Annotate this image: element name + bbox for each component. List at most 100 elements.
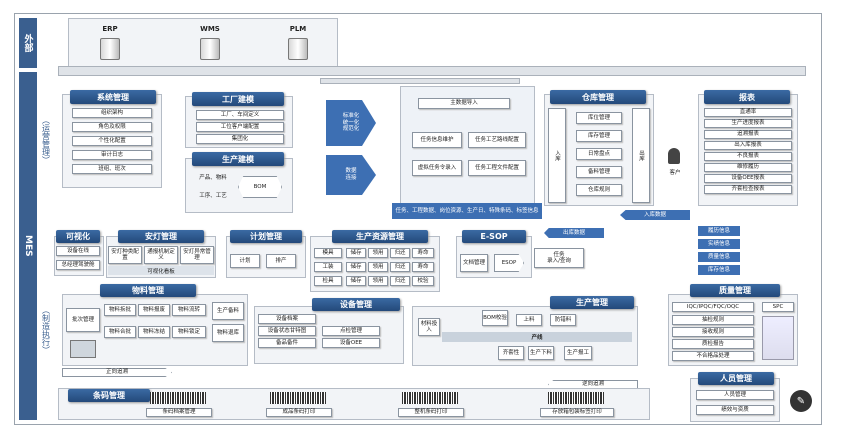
qm-spc: SPC: [762, 302, 794, 312]
pm-item-3: 防错料: [550, 314, 576, 326]
res-r2-4: 校验: [412, 276, 434, 286]
mat-printer-icon: [70, 340, 96, 358]
qm-item-0: IQC/IPQC/FQC/OQC: [672, 302, 754, 312]
qm-item-2: 接收规则: [672, 327, 754, 337]
res-r1-4: 寿命: [412, 262, 434, 272]
pm-item-1: BOM校验: [482, 310, 508, 326]
qm-item-1: 抽检规则: [672, 315, 754, 325]
customer-label: 客户: [669, 170, 681, 176]
andon-board: 可视化看板: [108, 266, 214, 275]
bc-barcode-2: [402, 392, 458, 404]
center-task-4: 任务工程文件配置: [468, 160, 526, 176]
mat-item-8: 物料退库: [212, 324, 244, 342]
pm-item-7: 生产报工: [564, 346, 592, 360]
factory-item-1: 工位客户端配置: [196, 122, 284, 132]
wh-indata: 入库数据: [620, 210, 690, 220]
res-r0-2: 领用: [368, 248, 388, 258]
res-r0-4: 寿命: [412, 248, 434, 258]
sys-item-4: 班组、班次: [72, 164, 152, 174]
mat-title: 物料管理: [100, 284, 196, 297]
bc-item-1: 成品条码打印: [266, 408, 332, 417]
trace-forward: 正向追溯: [62, 368, 172, 377]
res-r2-2: 领用: [368, 276, 388, 286]
report-item-6: 设备OEE报表: [704, 174, 792, 183]
esop-title: E-SOP: [462, 230, 526, 243]
report-item-7: 齐套检查报表: [704, 185, 792, 194]
report-item-3: 出入库报表: [704, 141, 792, 150]
chat-icon: ✎: [796, 395, 806, 407]
wh-outdata: 出库数据: [544, 228, 604, 238]
res-r2-1: 储存: [346, 276, 366, 286]
bc-item-3: 存放箱包装标签打印: [540, 408, 614, 417]
res-r2-3: 归还: [390, 276, 410, 286]
eq-item-4: 设备OEE: [322, 338, 380, 348]
wh-item-2: 日常盘点: [576, 148, 622, 160]
prod-title: 生产建模: [192, 152, 284, 166]
hr-item-0: 人员管理: [696, 390, 774, 400]
prod-item-0: 产品、物料: [199, 175, 227, 181]
vis-item-1: 总经理驾驶舱: [56, 260, 100, 270]
mat-item-2: 物料报废: [138, 304, 170, 316]
res-r1-2: 领用: [368, 262, 388, 272]
center-import: 主数据导入: [418, 98, 510, 109]
bc-item-2: 整机条码打印: [398, 408, 464, 417]
res-r0-0: 模具: [314, 248, 342, 258]
center-task-2: 任务工艺路线配置: [468, 132, 526, 148]
plan-title: 计划管理: [230, 230, 302, 243]
report-item-5: 维修履历: [704, 163, 792, 172]
vis-title: 可视化: [56, 230, 100, 243]
mat-item-6: 物料冻结: [138, 326, 170, 338]
andon-item-2: 安灯异常管理: [180, 246, 214, 264]
mat-item-7: 物料锁定: [172, 326, 206, 338]
qm-item-3: 质检报告: [672, 339, 754, 349]
report-item-4: 不良报表: [704, 152, 792, 161]
center-task-3: 虚拟任务令录入: [412, 160, 462, 176]
mat-item-0: 批次管理: [66, 308, 100, 332]
wh-item-3: 备料管理: [576, 166, 622, 178]
hr-item-1: 绩效与资质: [696, 405, 774, 415]
report-side-3: 库存信息: [698, 265, 740, 275]
wh-in: 入库: [548, 108, 566, 203]
wh-item-1: 库存管理: [576, 130, 622, 142]
customer-icon: [668, 148, 680, 164]
esop-task: 任务 录入/查询: [534, 248, 584, 268]
mat-item-1: 物料拆批: [104, 304, 136, 316]
wh-item-0: 库位管理: [576, 112, 622, 124]
res-r2-0: 检具: [314, 276, 342, 286]
eq-item-0: 设备档案: [258, 314, 316, 324]
factory-item-0: 工厂、车间定义: [196, 110, 284, 120]
eq-item-2: 备品备件: [258, 338, 316, 348]
pm-item-0: 材料投入: [418, 318, 440, 336]
res-r1-1: 储存: [346, 262, 366, 272]
prod-item-bom: BOM: [238, 176, 282, 198]
prod-item-1: 工序、工艺: [199, 193, 227, 199]
chat-button[interactable]: ✎: [790, 390, 812, 412]
res-title: 生产资源管理: [332, 230, 428, 243]
sys-item-0: 组织架构: [72, 108, 152, 118]
wh-item-4: 仓库规则: [576, 184, 622, 196]
factory-item-2: 集团化: [196, 134, 284, 144]
plan-item-0: 计划: [230, 254, 260, 268]
vis-item-0: 设备在线: [56, 246, 100, 256]
report-side-0: 履历信息: [698, 226, 740, 236]
spc-chart-icon: [762, 316, 794, 360]
plan-item-1: 排产: [266, 254, 296, 268]
qm-title: 质量管理: [690, 284, 780, 297]
external-erp-label: ERP: [102, 25, 118, 33]
pm-line: 产线: [442, 332, 632, 342]
esop-item-0: 文档管理: [460, 254, 488, 272]
side-mes: MES: [19, 72, 37, 420]
andon-item-0: 安灯种类配置: [108, 246, 142, 264]
external-wms-label: WMS: [200, 25, 220, 33]
report-item-0: 直通率: [704, 108, 792, 117]
bc-title: 条码管理: [68, 389, 150, 402]
hr-title: 人员管理: [698, 372, 774, 385]
qm-item-4: 不合格品处理: [672, 351, 754, 361]
side-outer: 外部: [19, 18, 37, 68]
res-r1-3: 归还: [390, 262, 410, 272]
side-exec: （制造执行）: [41, 306, 51, 354]
sys-item-1: 角色及权限: [72, 122, 152, 132]
pm-title: 生产管理: [550, 296, 634, 309]
top-arrow-strip: [320, 78, 520, 84]
mat-item-4: 生产备料: [212, 302, 244, 320]
